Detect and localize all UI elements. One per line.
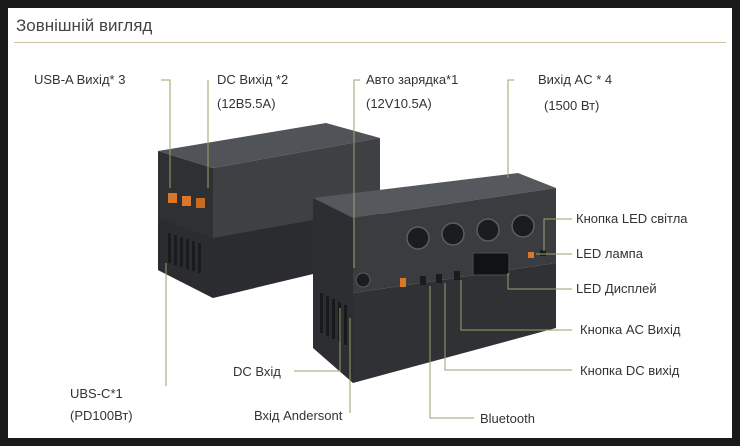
label-dc-input: DC Вхід [233,364,281,379]
label-auto-charge-spec: (12V10.5A) [366,96,432,111]
label-dc-output-spec: (12В5.5А) [217,96,276,111]
label-anderson-input: Вхід Andersont [254,408,343,423]
label-usb-c: UBS-C*1 [70,386,123,401]
label-dc-output: DC Вихід *2 [217,72,289,87]
label-ac-output-spec: (1500 Вт) [544,98,600,113]
power-station-illustration [158,79,572,419]
label-dc-output-button: Кнопка DC вихід [580,363,680,378]
label-usb-c-spec: (PD100Вт) [70,408,133,423]
label-led-light-button: Кнопка LED світла [576,211,688,226]
label-led-lamp: LED лампа [576,246,643,261]
product-figure: Зовнішній вигляд [8,8,732,438]
label-led-display: LED Дисплей [576,281,657,296]
label-auto-charge: Авто зарядка*1 [366,72,459,87]
label-ac-output: Вихід AC * 4 [538,72,613,87]
title-divider [14,42,726,43]
label-bluetooth: Bluetooth [480,411,535,426]
front-unit [313,173,556,383]
label-usb-a-output: USB-A Вихід* 3 [34,72,126,87]
leader-lines [161,79,572,419]
section-title: Зовнішній вигляд [16,16,153,35]
label-ac-output-button: Кнопка AC Вихід [580,322,681,337]
